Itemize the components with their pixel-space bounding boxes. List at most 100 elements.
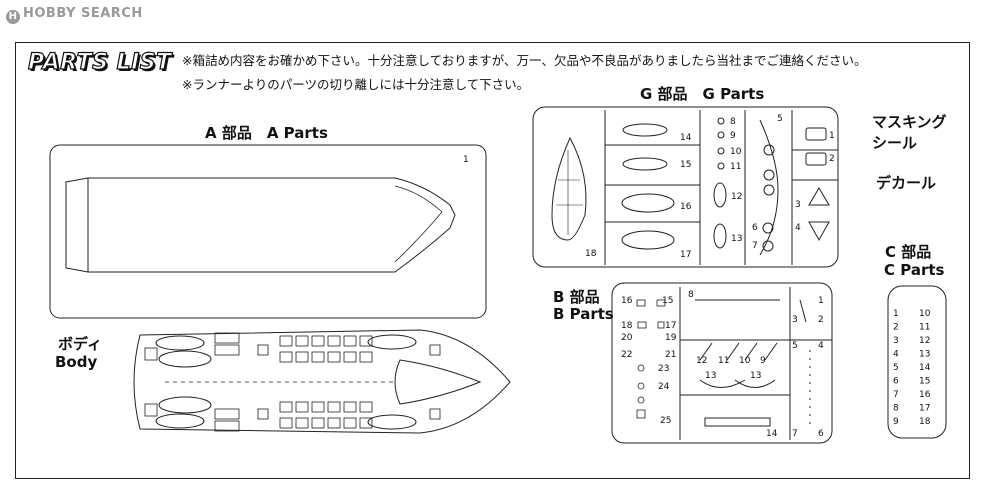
c-part-number: 1 <box>893 309 899 319</box>
b-part-number: 17 <box>665 321 676 331</box>
b-part-number: 3 <box>792 315 798 325</box>
c-part-number: 3 <box>893 336 899 346</box>
body-cell-grid <box>144 332 441 432</box>
g-part-number: 3 <box>795 200 801 210</box>
b-part-number: 1 <box>818 296 824 306</box>
notice-line-1: ※箱詰め内容をお確かめ下さい。十分注意しておりますが、万一、欠品や不良品がありま… <box>182 53 867 68</box>
g-part-11 <box>717 162 725 170</box>
c-part-number: 8 <box>893 404 899 414</box>
g-part-number: 2 <box>829 154 835 164</box>
b-part-number: 15 <box>662 296 673 306</box>
b-part-14 <box>704 417 771 427</box>
b-part-number: 19 <box>665 333 677 343</box>
instruction-frame <box>15 42 970 479</box>
g-part-number: 15 <box>680 160 691 170</box>
brand-logo-icon: H <box>6 10 20 24</box>
decal-label: デカール <box>876 174 937 192</box>
g-part-13 <box>713 223 727 249</box>
c-part-number: 2 <box>893 323 899 333</box>
g-part-number: 10 <box>730 147 742 157</box>
b-runner-frame <box>611 282 833 444</box>
body-porthole-2 <box>158 350 212 368</box>
body-label-jp: ボディ <box>58 335 102 353</box>
g-part-7 <box>762 240 774 252</box>
b-part-number: 7 <box>792 429 798 439</box>
g-part-5 <box>759 119 779 256</box>
body-porthole-1 <box>155 335 205 351</box>
g-part-2 <box>805 152 827 166</box>
b-part-number: 11 <box>718 356 729 366</box>
g-part-16 <box>621 193 675 213</box>
b-part-number: 10 <box>739 356 751 366</box>
g-runner-frame <box>532 106 839 268</box>
b-part-number: 6 <box>818 429 824 439</box>
g-part-12 <box>713 182 727 208</box>
c-part-number: 6 <box>893 377 899 387</box>
g-part-number: 7 <box>752 241 758 251</box>
b-part-number: 18 <box>621 321 633 331</box>
b-part-3 <box>799 299 807 323</box>
g-part-number: 11 <box>730 162 741 172</box>
c-part-number: 4 <box>893 350 899 360</box>
c-part-number: 14 <box>919 363 931 373</box>
c-runner-frame <box>887 285 947 439</box>
b-part-number: 24 <box>658 382 670 392</box>
a-deck-part <box>87 177 456 273</box>
g-part-number: 16 <box>680 202 692 212</box>
g-part-4 <box>808 221 830 242</box>
masking-seal-label-2: シール <box>872 134 918 152</box>
b-part-number: 21 <box>665 350 676 360</box>
g-part-number: 18 <box>585 249 597 259</box>
brand-text: HOBBY SEARCH <box>23 6 143 21</box>
g-part-number: 9 <box>730 131 736 141</box>
body-hull <box>133 329 511 434</box>
c-parts-label-jp: C 部品 <box>885 243 932 261</box>
body-porthole-5 <box>367 334 417 350</box>
g-part-1 <box>805 127 827 141</box>
g-part-number: 6 <box>752 223 758 233</box>
g-part-number: 14 <box>680 133 692 143</box>
g-part-10 <box>717 147 725 155</box>
a-part-number: 1 <box>463 155 469 165</box>
g-part-9 <box>717 131 725 139</box>
b-part-number: 20 <box>621 333 633 343</box>
b-parts-label-en: B Parts <box>553 305 614 323</box>
body-label-en: Body <box>55 353 98 371</box>
c-part-number: 16 <box>919 390 931 400</box>
c-part-number: 13 <box>919 350 930 360</box>
b-part-number: 22 <box>621 350 632 360</box>
b-part-number: 13 <box>750 371 761 381</box>
c-part-number: 11 <box>919 323 930 333</box>
c-part-number: 12 <box>919 336 930 346</box>
b-part-number: 25 <box>660 416 671 426</box>
parts-list-title-text: PARTS LIST <box>27 49 172 75</box>
b-part-number: 8 <box>688 290 694 300</box>
b-part-number: 5 <box>792 341 798 351</box>
g-part-17 <box>621 230 675 250</box>
b-part-number: 13 <box>705 371 716 381</box>
b-parts-label-jp: B 部品 <box>553 288 600 306</box>
g-part-6 <box>762 222 774 234</box>
b-part-number: 23 <box>658 364 669 374</box>
g-part-number: 1 <box>829 131 835 141</box>
g-part-number: 4 <box>795 223 801 233</box>
g-part-15 <box>622 157 668 171</box>
c-part-number: 7 <box>893 390 899 400</box>
g-part-8 <box>717 117 725 125</box>
a-deck-stern <box>65 177 89 273</box>
g-part-number: 17 <box>680 250 691 260</box>
masking-seal-label-1: マスキング <box>872 113 947 131</box>
g-part-18-hull <box>551 136 587 241</box>
c-part-number: 10 <box>919 309 931 319</box>
g-part-14 <box>622 123 668 137</box>
b-parts-9-12 <box>699 342 778 361</box>
g-part-3 <box>808 187 830 206</box>
c-parts-label-en: C Parts <box>884 261 945 279</box>
b-parts-13 <box>699 379 776 388</box>
b-part-number: 4 <box>818 341 824 351</box>
b-part-number: 16 <box>621 296 633 306</box>
c-part-number: 18 <box>919 417 931 427</box>
b-part-number: 2 <box>818 315 824 325</box>
body-porthole-4 <box>155 413 205 429</box>
